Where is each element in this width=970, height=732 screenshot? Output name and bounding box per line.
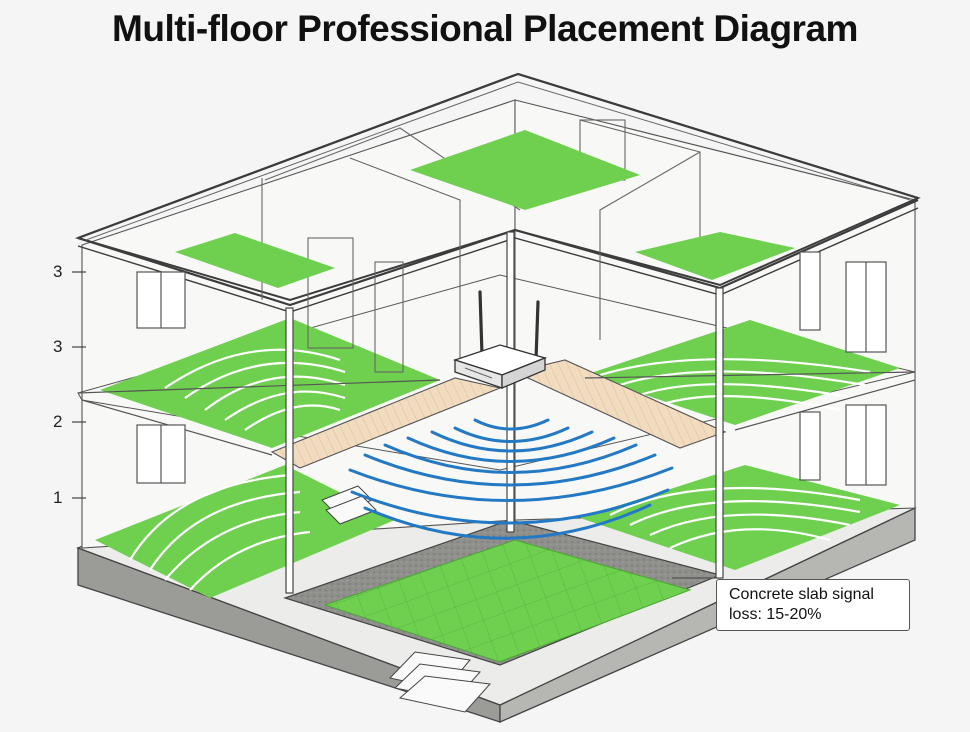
wifi-signal-waves-icon: [348, 418, 674, 540]
level-ticks: [72, 271, 86, 499]
signal-loss-callout: Concrete slab signal loss: 15-20%: [716, 579, 910, 631]
ground-floor-coverage: [95, 465, 900, 666]
second-floor-slab: [77, 274, 916, 471]
staircase-icon: [321, 485, 492, 713]
floor-level-label: 1: [53, 488, 63, 507]
floor-level-label: 3: [53, 262, 63, 281]
floor-level-label: 2: [53, 412, 63, 431]
floor-level-label: 3: [53, 337, 63, 356]
wifi-router-icon: [452, 290, 548, 389]
page-title: Multi-floor Professional Placement Diagr…: [112, 8, 858, 49]
third-floor-slab: [74, 72, 921, 373]
window-icon: [136, 251, 887, 486]
